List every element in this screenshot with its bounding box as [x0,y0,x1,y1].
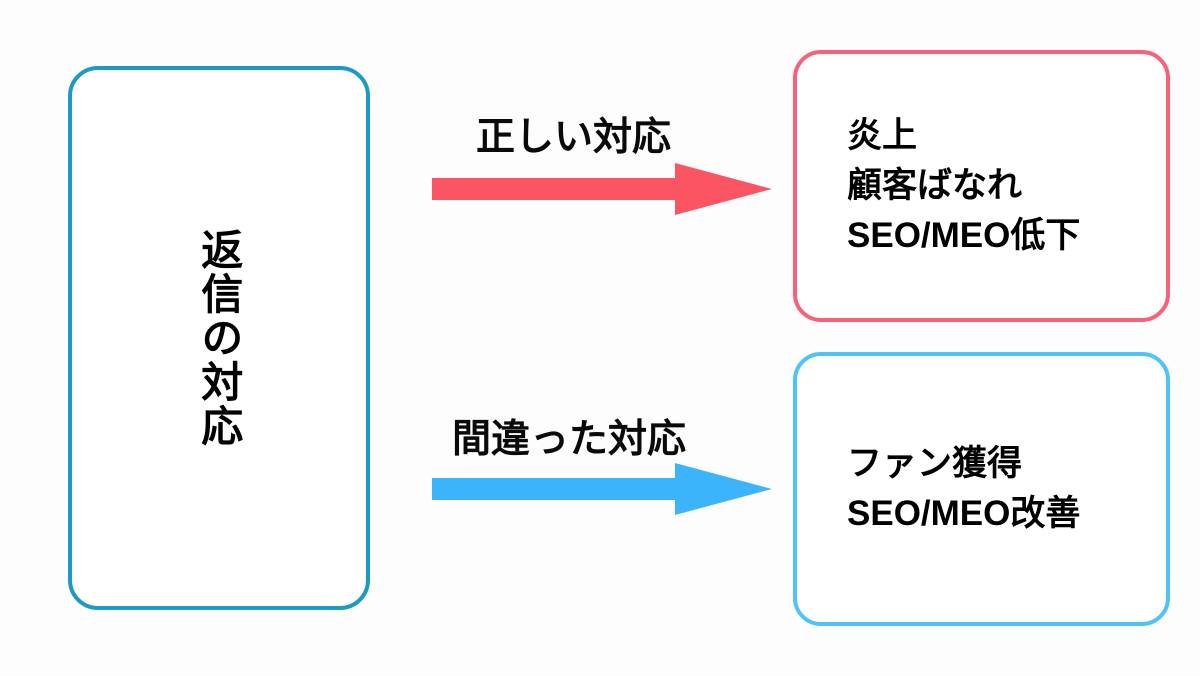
arrow-right-icon [432,463,772,515]
positive-outcome-text: ファン獲得 SEO/MEO改善 [847,444,1081,533]
arrow-label-correct-response: 正しい対応 [476,116,672,159]
arrow-correct-response [432,163,772,215]
arrow-right-icon [432,163,772,215]
source-box: 返信の対応 [68,66,370,610]
positive-outcome-box: ファン獲得 SEO/MEO改善 [793,352,1170,626]
negative-outcome-box: 炎上 顧客ばなれ SEO/MEO低下 [793,50,1170,322]
arrow-wrong-response [432,463,772,515]
arrow-label-wrong-response: 間違った対応 [452,418,687,461]
source-box-label: 返信の対応 [195,228,243,448]
negative-outcome-text: 炎上 顧客ばなれ SEO/MEO低下 [847,116,1081,255]
